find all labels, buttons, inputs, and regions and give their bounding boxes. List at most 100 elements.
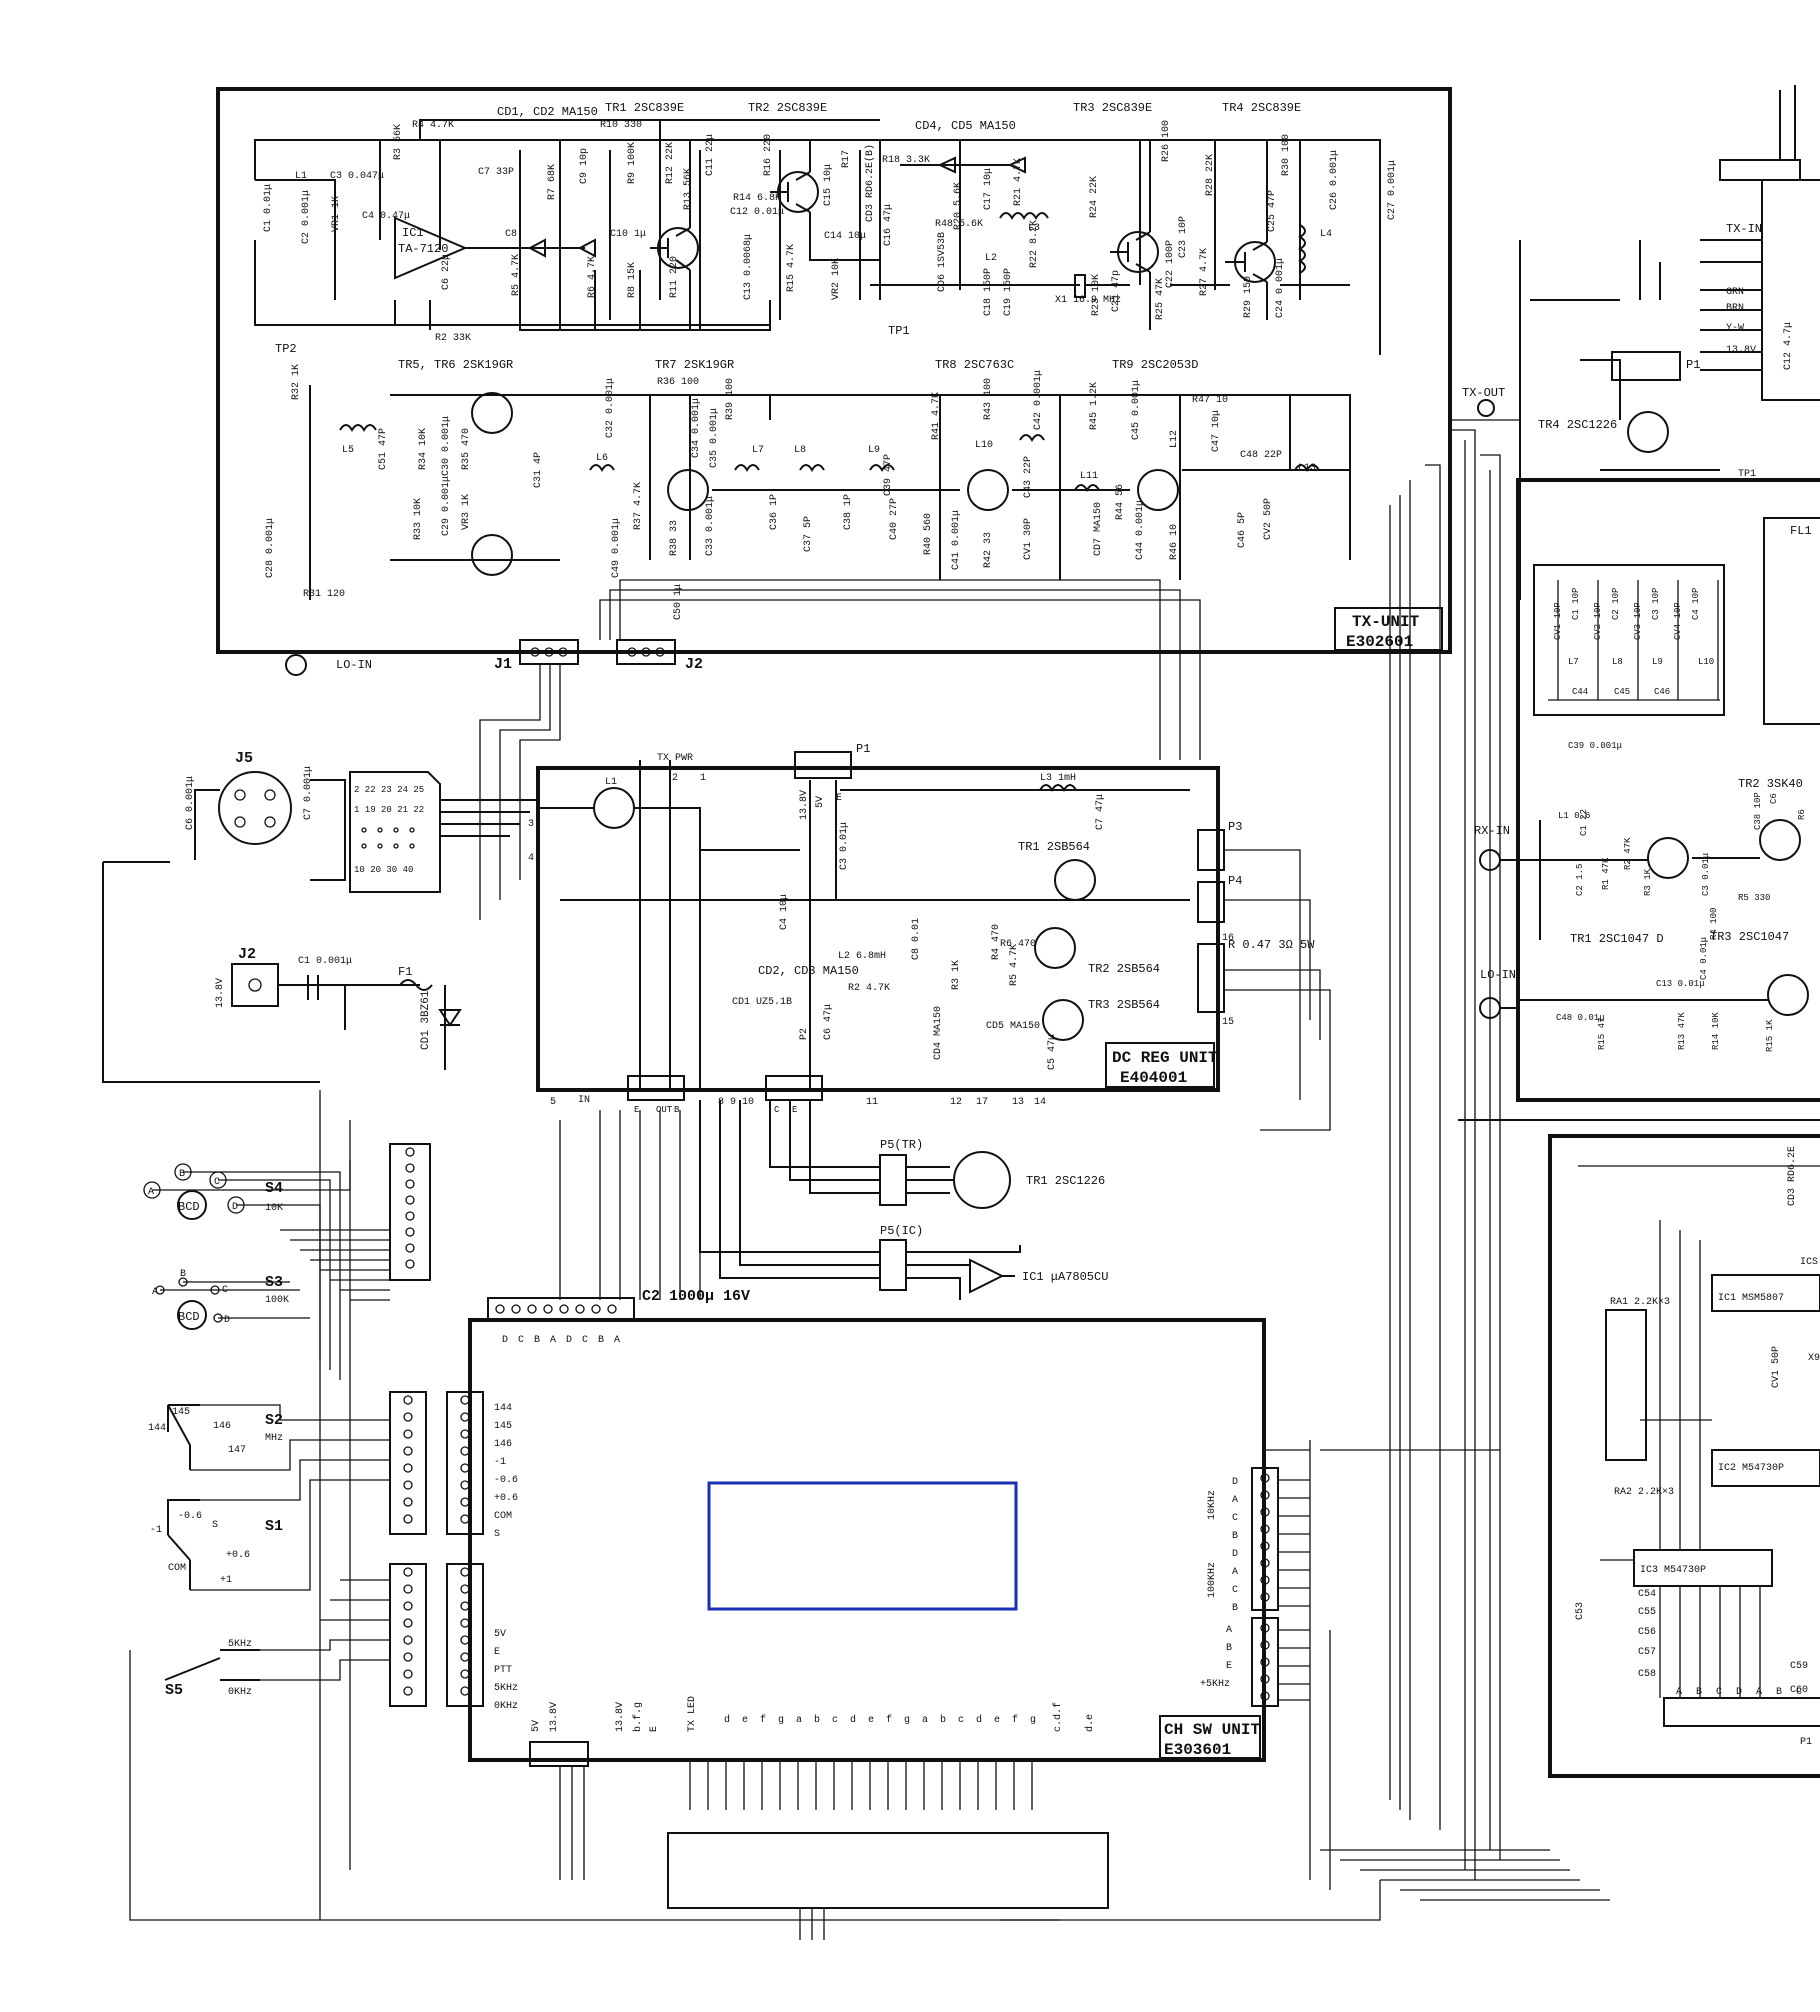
pll-unit-frame [1548,1134,1820,1778]
pll-ic1 [1711,1274,1820,1312]
s1-offset-switch[interactable]: -1 -0.6 S +0.6 COM +1 S1 [150,1499,283,1590]
p5-ic-label: P5(IC) [880,1224,923,1238]
l1-toroid-icon [593,787,635,829]
svg-text:B: B [534,1335,540,1346]
svg-text:R15 47: R15 47 [1597,1018,1607,1050]
svg-text:C48 22P: C48 22P [1240,450,1282,461]
pll-ic2 [1711,1449,1820,1487]
s2-mhz-switch[interactable]: 144 145 146 147 S2 MHz [148,1404,283,1470]
dc-tr1-transistor-icon [1054,859,1096,901]
svg-text:C58: C58 [1638,1669,1656,1680]
dc-cd5: R3 1K [951,960,962,990]
dc-p3-label: P4 [1228,874,1242,888]
hdr-tr2: TR2 2SC839E [748,101,827,115]
svg-text:f: f [1012,1714,1018,1726]
dc-pin-2: 2 [672,773,678,784]
svg-text:R34 10K: R34 10K [418,428,429,470]
right-tr4-label: TR4 2SC1226 [1538,418,1617,432]
connector-pin [403,1635,413,1645]
pll-ra1 [1605,1309,1647,1461]
c12-label: C12 4.7μ [1783,322,1794,370]
svg-text:B: B [1776,1687,1782,1698]
f1-fuse-icon [399,979,433,991]
svg-text:a: a [922,1715,928,1726]
svg-text:D: D [1736,1687,1742,1698]
svg-text:C2 10P: C2 10P [1611,588,1621,620]
dc-c6: C8 0.01 [911,918,922,960]
rx-fl1-block [1763,517,1820,725]
svg-text:C55: C55 [1638,1607,1656,1618]
ic1-regulator-label: IC1 μA7805CU [1022,1270,1108,1284]
dc-r4: R5 4.7K [1009,944,1020,986]
svg-text:C53: C53 [1575,1602,1586,1620]
dc-l2: L2 6.8mH [838,951,886,962]
svg-text:C11 22μ: C11 22μ [705,134,716,176]
svg-text:C51 47P: C51 47P [378,428,389,470]
dc-pin-8: 8 [718,1097,724,1108]
hdr-cd1-cd2: CD1, CD2 MA150 [497,105,598,119]
svg-text:R10 330: R10 330 [600,120,642,131]
svg-text:C37 5P: C37 5P [803,516,814,552]
svg-text:R31 120: R31 120 [303,589,345,600]
svg-text:R5 330: R5 330 [1738,893,1770,903]
svg-text:C6: C6 [1769,793,1779,804]
j1-connector [519,639,579,665]
svg-text:C: C [214,1177,220,1188]
connector-pin [405,1259,415,1269]
ch-sw-j1-label: C2 1000μ 16V [642,1288,750,1305]
svg-text:C2 0.001μ: C2 0.001μ [301,190,312,244]
misc-label-ptt: PTT [494,1665,512,1676]
svg-text:f: f [760,1714,766,1726]
svg-text:C44: C44 [1572,687,1588,697]
svg-text:B: B [180,1269,186,1280]
svg-text:R1 47K: R1 47K [1601,857,1611,890]
dc-pin-9: 9 [730,1097,736,1108]
svg-text:E: E [649,1726,660,1732]
s3-bcd-switch[interactable]: BCD A B C D S3 100K [152,1269,289,1330]
dc-l3: L3 1mH [1040,773,1076,784]
svg-text:13.8V: 13.8V [615,1702,626,1732]
svg-text:R15 1K: R15 1K [1765,1019,1775,1052]
svg-text:R20 5.6K: R20 5.6K [953,182,964,230]
ch-sw-right-labels: D A C B D A C B A B E +5KHz 10KHz 100KHz [1200,1477,1238,1690]
misc-label-5khz: 5KHz [494,1683,518,1694]
svg-text:R15 4.7K: R15 4.7K [786,244,797,292]
svg-text:b.f.g: b.f.g [632,1702,644,1732]
svg-text:R4 4.7K: R4 4.7K [412,120,454,131]
dc-pin-11: 11 [866,1097,878,1108]
svg-text:L9: L9 [868,445,880,456]
connector-pin [403,1601,413,1611]
dc-pin-4: 4 [528,853,534,864]
hdr-tr1: TR1 2SC839E [605,101,684,115]
svg-text:D: D [1232,1477,1238,1488]
s4-bcd-switch[interactable]: BCD A B C D S4 10K [143,1163,283,1220]
j2-voltage: 13.8V [215,978,226,1008]
dc-p1-connector [794,751,852,779]
svg-text:R18 3.3K: R18 3.3K [882,155,930,166]
svg-text:C36 1P: C36 1P [769,494,780,530]
hdr-tr7: TR7 2SK19GR [655,358,734,372]
connector-pin [403,1429,413,1439]
svg-text:TX LED: TX LED [687,1696,698,1732]
svg-text:145: 145 [172,1407,190,1418]
rx-tr3-transistor-icon [1767,974,1809,1016]
acc-conn-row3: 10 20 30 40 [354,865,413,875]
j5-cap-c7: C7 0.001μ [303,766,314,820]
lo-in-jack-icon [285,654,307,676]
svg-text:e: e [742,1715,748,1726]
svg-text:0KHz: 0KHz [228,1687,252,1698]
svg-text:C3 0.047μ: C3 0.047μ [330,171,384,182]
tr7-transistor-icon [667,469,709,511]
dc-pin-17: 17 [976,1097,988,1108]
svg-text:d: d [976,1714,982,1726]
svg-text:S4: S4 [265,1180,283,1197]
svg-text:+1: +1 [220,1575,232,1586]
svg-text:100K: 100K [265,1295,289,1306]
svg-text:C9 10p: C9 10p [579,148,590,184]
acc-conn-row1: 2 22 23 24 25 [354,785,424,795]
mhz-label-144: 144 [494,1403,512,1414]
svg-text:R35 470: R35 470 [461,428,472,470]
connector-pin [405,1243,415,1253]
s5-khz-switch[interactable]: 5KHz 0KHz S5 [164,1639,260,1699]
connector-pin [460,1618,470,1628]
